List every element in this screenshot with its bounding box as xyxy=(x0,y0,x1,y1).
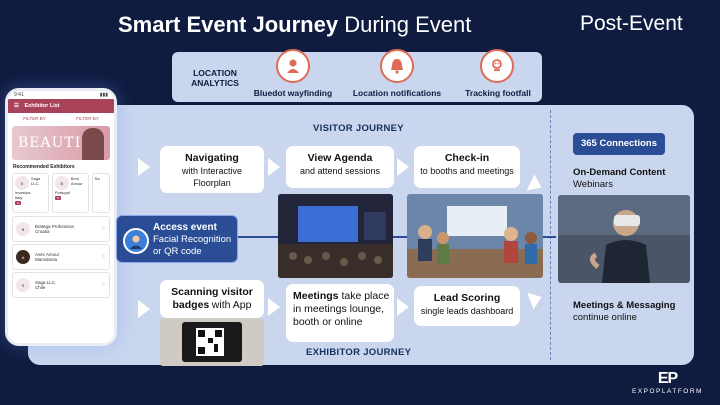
loc-item-footfall: Tracking footfall xyxy=(465,88,531,98)
phone-filters: FILTER BY FILTER BY xyxy=(8,113,114,124)
arrow-icon xyxy=(397,298,409,316)
phone-status-bar: 9:41 ▮▮▮ xyxy=(14,92,108,98)
page-title: Smart Event Journey During Event xyxy=(118,12,471,38)
qr-scan-image xyxy=(160,318,264,366)
arrow-icon xyxy=(397,158,409,176)
timeline-line xyxy=(236,236,556,238)
face-avatar-icon xyxy=(123,228,149,254)
step-navigating: Navigating with Interactive Floorplan xyxy=(160,146,264,193)
arrow-icon xyxy=(138,158,150,176)
visitor-journey-label: VISITOR JOURNEY xyxy=(313,123,404,134)
arrow-icon xyxy=(268,158,280,176)
banner-model-image xyxy=(82,128,104,160)
step-view-agenda: View Agenda and attend sessions xyxy=(286,146,394,188)
bookmark-icon[interactable]: ♡ xyxy=(101,226,106,232)
on-demand-text: On-Demand Content Webinars xyxy=(573,167,666,190)
menu-icon[interactable]: ☰ xyxy=(14,103,19,109)
step-scanning: Scanning visitor badges with App xyxy=(160,280,264,318)
vr-headset-image xyxy=(558,195,690,283)
phone-title-bar: ☰ Exhibitor List xyxy=(8,99,114,113)
filter-button-left[interactable]: FILTER BY xyxy=(23,116,46,121)
loc-item-notifications: Location notifications xyxy=(352,88,442,98)
location-analytics-label: LOCATION ANALYTICS xyxy=(191,68,239,88)
post-event-divider xyxy=(550,110,551,360)
access-line1: Facial Recognition xyxy=(153,234,232,245)
step-lead-scoring: Lead Scoring single leads dashboard xyxy=(414,286,520,326)
signal-icon: ▮▮▮ xyxy=(99,92,108,98)
phone-exhibitor-cards: S Saga LLC. Investpa... Italy •• B Beni … xyxy=(8,172,114,214)
access-title: Access event xyxy=(153,222,217,233)
tag-badge: •• xyxy=(54,196,62,200)
access-event-box: Access event Facial Recognition or QR co… xyxy=(116,215,238,263)
tag-badge: •• xyxy=(15,201,22,205)
bookmark-icon[interactable]: ♡ xyxy=(101,282,106,288)
phone-section-title: Recommended Exhibitors xyxy=(13,164,75,170)
brand-mark: EP xyxy=(657,370,678,387)
virtual-meeting-image xyxy=(407,194,543,278)
arrow-icon xyxy=(138,300,150,318)
exhibitor-logo: S xyxy=(16,278,30,292)
bookmark-icon[interactable]: ♡ xyxy=(101,254,106,260)
title-rest: During Event xyxy=(344,12,472,37)
bell-icon xyxy=(380,49,414,83)
phone-banner: BEAUTI xyxy=(12,126,110,160)
loc-item-bluedot: Bluedot wayfinding xyxy=(253,88,333,98)
step-meetings: Meetings take place in meetings lounge, … xyxy=(286,284,394,342)
title-bold: Smart Event Journey xyxy=(118,12,339,37)
footfall-icon xyxy=(480,49,514,83)
arrow-icon xyxy=(268,298,280,316)
step-check-in: Check-in to booths and meetings xyxy=(414,146,520,188)
brand-word: EXPOPLATFORM xyxy=(632,388,703,395)
access-line2: or QR code xyxy=(153,246,202,257)
exhibitor-logo: B xyxy=(54,176,69,190)
exhibitor-card[interactable]: B Beni Amour Portugal •• xyxy=(51,173,89,213)
post-event-title: Post-Event xyxy=(580,12,683,35)
messaging-text: Meetings & Messaging continue online xyxy=(573,300,676,323)
expoplatform-logo: EP EXPOPLATFORM xyxy=(632,370,703,395)
filter-button-right[interactable]: FILTER BY xyxy=(76,116,99,121)
exhibitor-journey-label: EXHIBITOR JOURNEY xyxy=(306,347,412,358)
exhibitor-logo: S xyxy=(15,176,29,190)
exhibitor-row[interactable]: S Saga LLC.Chile ♡ xyxy=(12,272,110,298)
exhibitor-list-phone: 9:41 ▮▮▮ ☰ Exhibitor List FILTER BY FILT… xyxy=(5,88,117,346)
connections-badge: 365 Connections xyxy=(573,133,665,155)
exhibitor-card[interactable]: Sa xyxy=(91,173,110,213)
conference-hall-image xyxy=(278,194,393,278)
exhibitor-card[interactable]: S Saga LLC. Investpa... Italy •• xyxy=(12,173,49,213)
exhibitor-logo: B xyxy=(16,222,30,236)
person-pin-icon xyxy=(276,49,310,83)
exhibitor-logo: A xyxy=(16,250,30,264)
